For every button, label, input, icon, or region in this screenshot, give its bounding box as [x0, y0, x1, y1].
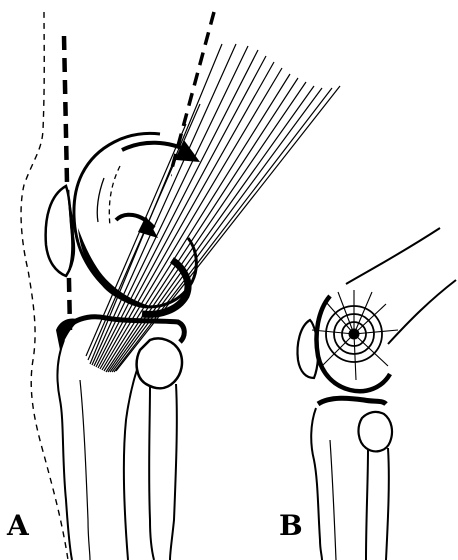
fibula-shaft-b [366, 448, 389, 560]
panel-label-b: B [279, 512, 303, 540]
tibia-b-inner [330, 440, 336, 560]
tibia-inner-line [80, 380, 90, 560]
patella [46, 186, 74, 276]
fibula-shaft [149, 384, 177, 560]
panel-label-a: A [7, 512, 29, 540]
vertical-reference-line [64, 36, 70, 330]
panel-a-drawing [21, 12, 340, 560]
tibial-plateau-b [318, 398, 386, 404]
skin-outline-dashed [21, 12, 68, 560]
fibula-head-b [359, 412, 392, 451]
fibula-head [137, 339, 182, 389]
tibia [57, 340, 72, 560]
tibia-b [311, 408, 322, 560]
panel-b-drawing [298, 228, 457, 560]
